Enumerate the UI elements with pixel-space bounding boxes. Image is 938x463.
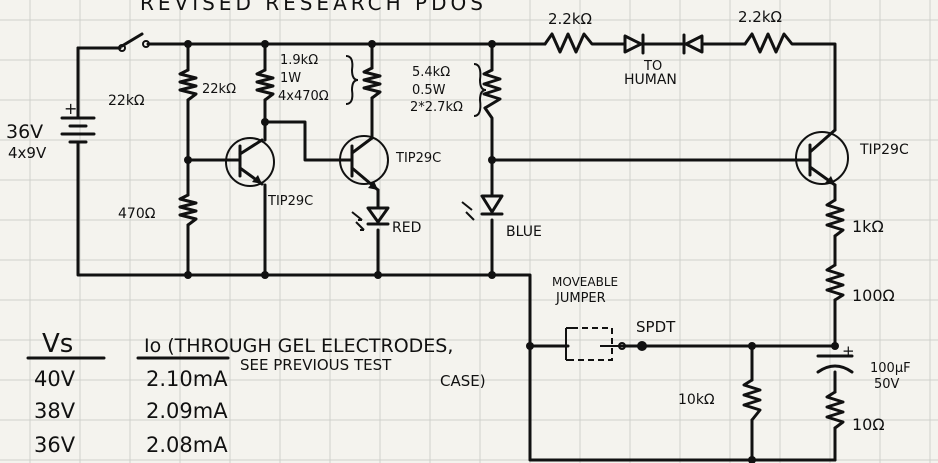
resistor-100 — [825, 263, 845, 302]
wires — [76, 42, 837, 462]
table-header-vs: Vs — [42, 329, 73, 359]
battery-plus-label: + — [64, 99, 77, 118]
label-q2: TIP29C — [395, 151, 441, 166]
label-r10k: 10kΩ — [678, 392, 715, 408]
label-r19k-value: 1.9kΩ — [280, 53, 318, 68]
resistor-22k-left — [178, 68, 198, 102]
label-r54k-value: 5.4kΩ — [412, 65, 450, 80]
power-switch — [118, 32, 150, 52]
table-row-vs: 36V — [34, 433, 76, 457]
battery-symbol: + 36V 4x9V — [6, 99, 96, 162]
table-row-io: 2.08mA — [146, 433, 228, 457]
label-q3: TIP29C — [859, 142, 909, 158]
resistor-2-2k-top-left — [543, 32, 612, 54]
label-led-red: RED — [392, 220, 421, 236]
table-row-io: 2.09mA — [146, 399, 228, 423]
label-r10: 10Ω — [852, 415, 885, 434]
transistor-q3 — [795, 128, 849, 187]
resistor-470 — [178, 193, 198, 227]
moveable-jumper — [565, 327, 626, 361]
label-r54k-power: 0.5W — [412, 83, 446, 98]
resistor-1k — [825, 198, 845, 238]
label-q1: TIP29C — [267, 194, 313, 209]
transistor-q1 — [225, 137, 275, 187]
label-spdt: SPDT — [636, 318, 676, 336]
label-r470: 470Ω — [118, 206, 156, 222]
label-r100: 100Ω — [852, 286, 895, 305]
label-cap-voltage: 50V — [874, 377, 900, 392]
battery-voltage-label: 36V — [6, 121, 43, 143]
label-r19k-power: 1W — [280, 71, 301, 86]
table-header-io: Io (THROUGH GEL ELECTRODES, — [144, 335, 453, 357]
label-jumper: JUMPER — [555, 291, 606, 306]
label-r1k: 1kΩ — [852, 217, 884, 236]
table-header-io-line3: CASE) — [440, 372, 486, 390]
label-to: TO — [643, 59, 662, 74]
led-red — [351, 206, 390, 231]
table-row-vs: 40V — [34, 367, 76, 391]
human-electrode-diodes — [608, 33, 747, 55]
label-r22k-left: 22kΩ — [108, 93, 145, 109]
resistors — [178, 32, 845, 430]
label-cap-value: 100μF — [870, 361, 911, 376]
resistor-22k-right — [255, 68, 275, 102]
battery-config-label: 4x9V — [8, 144, 47, 162]
label-r2-2k-top-right: 2.2kΩ — [738, 8, 782, 26]
resistor-10 — [825, 390, 845, 430]
resistor-2-2k-top-right — [743, 32, 797, 54]
resistor-10k — [742, 378, 762, 422]
label-led-blue: BLUE — [506, 224, 542, 240]
led-blue — [461, 194, 504, 221]
label-human: HUMAN — [624, 72, 677, 88]
capacitor-plus-label: + — [842, 342, 855, 360]
schematic-title: REVISED RESEARCH PDOS — [140, 0, 487, 15]
transistor-q2 — [338, 135, 389, 192]
resistor-1-9k — [362, 66, 382, 100]
capacitor-100uf: + — [816, 342, 855, 374]
r54k-brace — [473, 63, 487, 117]
r19k-brace — [345, 55, 359, 105]
label-moveable: MOVEABLE — [552, 275, 618, 289]
measurement-table: Vs Io (THROUGH GEL ELECTRODES, SEE PREVI… — [26, 329, 486, 457]
table-row-io: 2.10mA — [146, 367, 228, 391]
label-r54k-config: 2*2.7kΩ — [410, 100, 463, 115]
label-r19k-config: 4x470Ω — [278, 89, 329, 104]
junction-dots — [184, 40, 839, 463]
table-row-vs: 38V — [34, 399, 76, 423]
label-r2-2k-top-left: 2.2kΩ — [548, 10, 592, 28]
table-header-io-line2: SEE PREVIOUS TEST — [240, 356, 392, 374]
resistor-5-4k — [482, 68, 502, 110]
label-r22k-right: 22kΩ — [202, 82, 236, 97]
